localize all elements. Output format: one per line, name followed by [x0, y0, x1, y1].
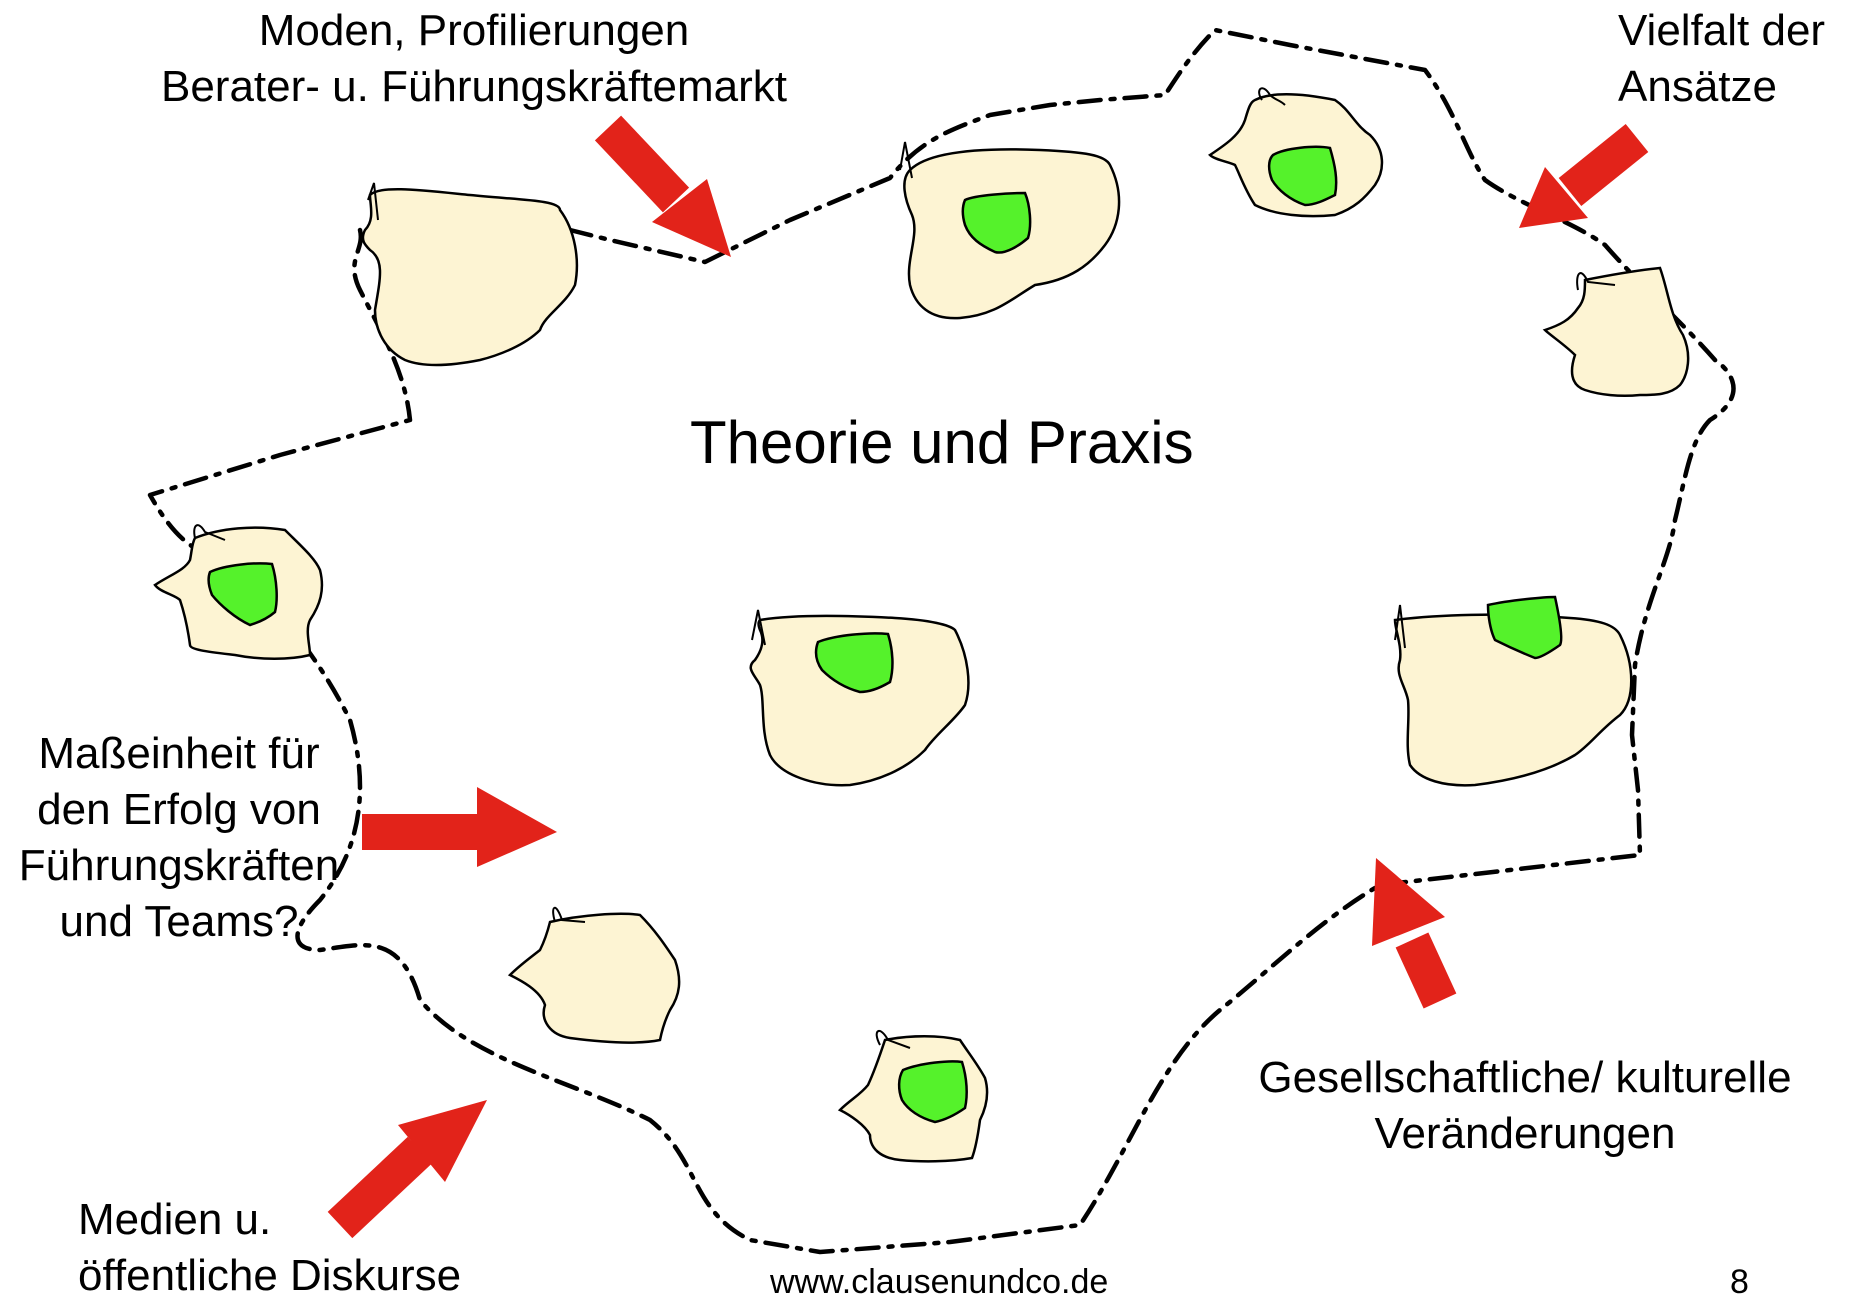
- label-success-line3: Führungskräften: [18, 841, 340, 890]
- label-success-measure: Maßeinheit für den Erfolg von Führungskr…: [4, 726, 354, 950]
- domain-blob-9: [837, 1030, 989, 1163]
- label-social-cultural-change: Gesellschaftliche/ kulturelle Veränderun…: [1225, 1050, 1825, 1162]
- green-core-3: [1267, 145, 1338, 207]
- domain-blob-6: [749, 609, 970, 787]
- label-social-line1: Gesellschaftliche/ kulturelle: [1258, 1053, 1792, 1102]
- domain-blob-3: [1208, 87, 1384, 218]
- arrow-bottom-right: [1372, 858, 1457, 1009]
- domain-blob-2: [899, 141, 1121, 320]
- label-media-line2: öffentliche Diskurse: [78, 1251, 462, 1300]
- diagram-title: Theorie und Praxis: [690, 409, 1194, 476]
- label-diversity-line1: Vielfalt der: [1618, 6, 1826, 55]
- label-media-discourse: Medien u. öffentliche Diskurse: [78, 1192, 538, 1304]
- domain-blob-4: [1542, 266, 1690, 398]
- green-core-2: [961, 191, 1032, 254]
- label-success-line1: Maßeinheit für: [38, 729, 320, 778]
- footer-url: www.clausenundco.de: [770, 1263, 1109, 1301]
- arrow-top-center: [594, 115, 731, 257]
- domain-blob-8: [507, 906, 681, 1044]
- domain-blob-1: [361, 182, 579, 367]
- label-fashions-line1: Moden, Profilierungen: [258, 6, 690, 55]
- label-media-line1: Medien u.: [78, 1195, 272, 1244]
- arrow-bottom-left: [327, 1100, 487, 1239]
- label-social-line2: Veränderungen: [1374, 1109, 1676, 1158]
- label-success-line4: und Teams?: [59, 897, 299, 946]
- green-core-7: [1486, 595, 1563, 660]
- label-success-line2: den Erfolg von: [37, 785, 321, 834]
- green-core-9: [897, 1060, 968, 1124]
- label-diversity-approaches: Vielfalt der Ansätze: [1618, 3, 1848, 115]
- label-diversity-line2: Ansätze: [1618, 62, 1777, 111]
- page-number: 8: [1730, 1263, 1749, 1301]
- label-fashions-consultant-market: Moden, Profilierungen Berater- u. Führun…: [134, 3, 814, 115]
- green-core-5: [207, 562, 278, 627]
- green-core-6: [814, 632, 894, 694]
- domain-blob-5: [153, 524, 324, 660]
- label-fashions-line2: Berater- u. Führungskräftemarkt: [160, 62, 787, 111]
- domain-blob-7: [1393, 595, 1633, 787]
- arrow-top-right: [1519, 123, 1649, 228]
- arrow-left: [362, 787, 557, 867]
